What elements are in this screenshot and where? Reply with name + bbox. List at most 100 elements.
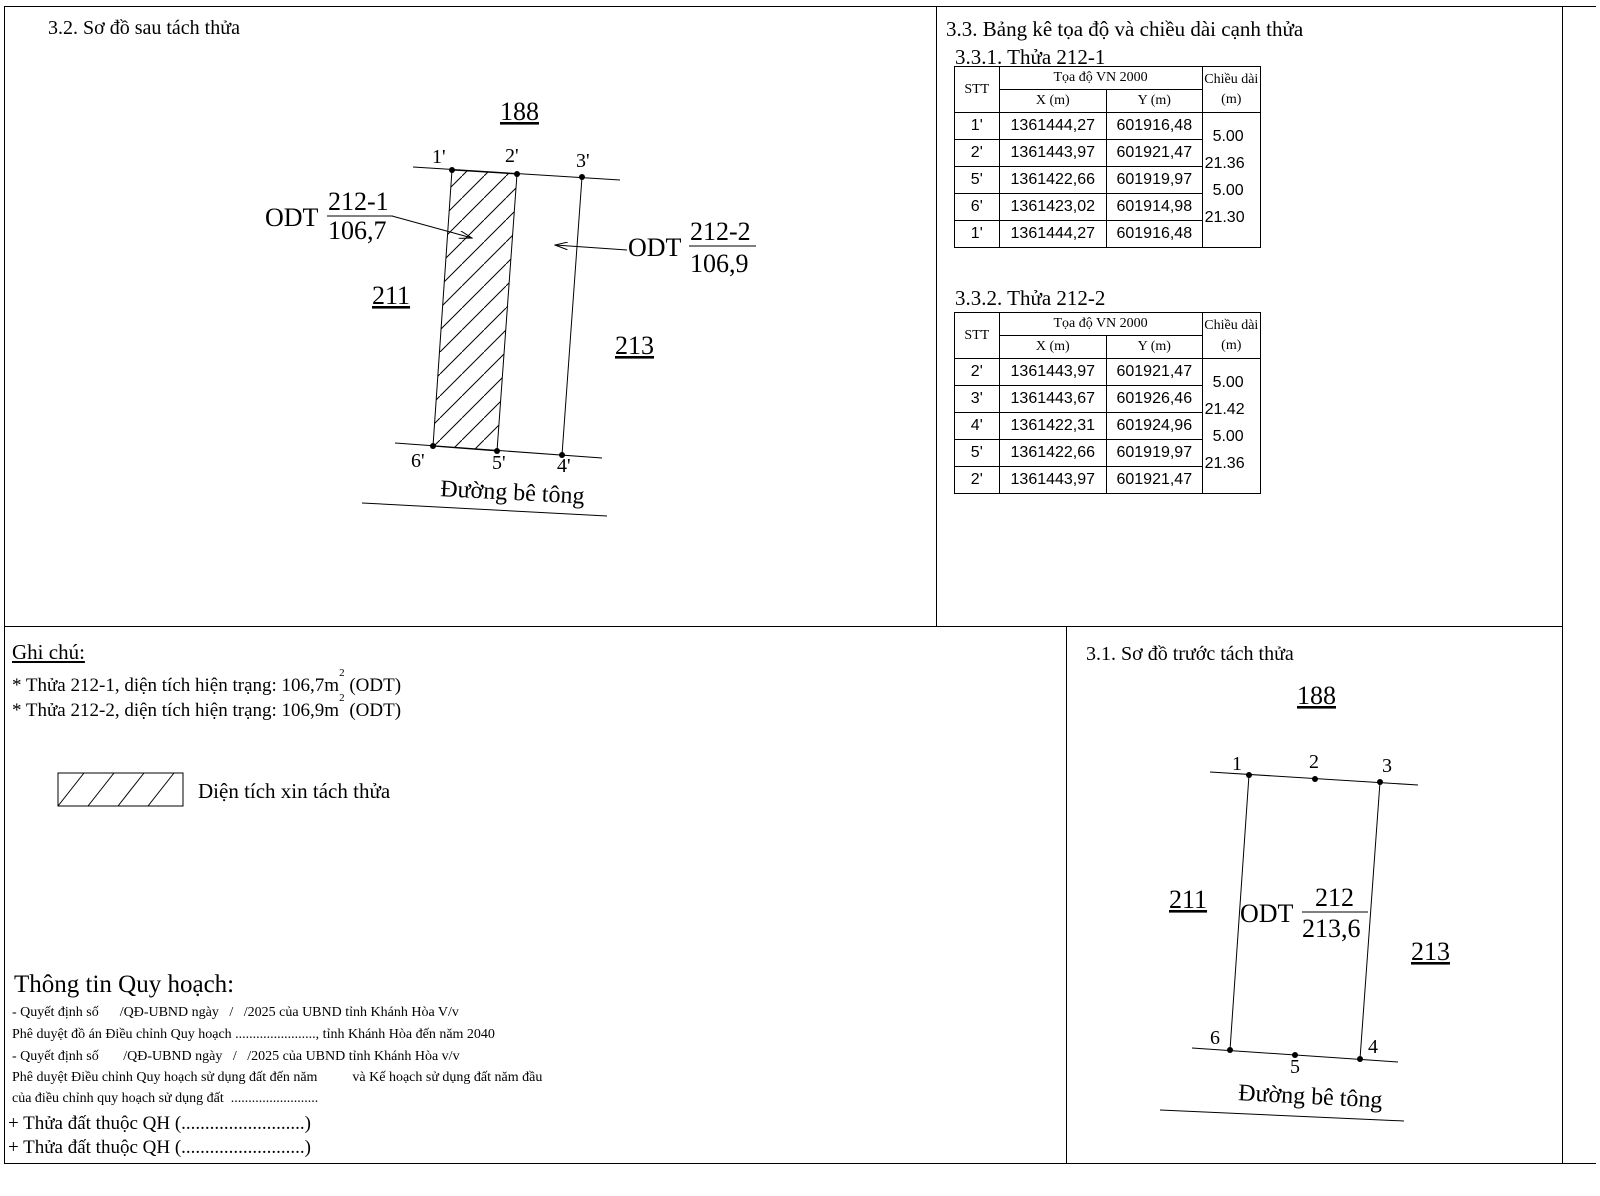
frame-left: [4, 6, 5, 1164]
planning-line: Phê duyệt Điều chỉnh Quy hoạch sử dụng đ…: [12, 1070, 543, 1085]
lengths-cell: 5.00 21.42 5.00 21.36: [1201, 358, 1262, 494]
note-text: (ODT): [344, 675, 402, 696]
cell-y: 601919,97: [1106, 439, 1203, 467]
road-label: Đường bê tông: [1238, 1080, 1384, 1114]
note-text: * Thửa 212-2, diện tích hiện trạng: 106,…: [12, 700, 340, 721]
cell-stt: 6': [954, 193, 1000, 221]
point-label: 3': [576, 150, 590, 172]
parcel1-area: 106,7: [328, 216, 387, 245]
parcel2-leader-arrow: [555, 245, 628, 251]
neighbor-211: 211: [1169, 885, 1207, 914]
notes-title: Ghi chú:: [12, 640, 85, 664]
length-value: 5.00: [1212, 128, 1244, 146]
parcel2-use: ODT: [628, 233, 682, 262]
parcel-use: ODT: [1240, 899, 1294, 928]
cell-x: 1361443,67: [998, 385, 1108, 413]
length-value: 21.30: [1204, 209, 1245, 227]
neighbor-211: 211: [372, 281, 410, 310]
after-split-diagram: 3.2. Sơ đồ sau tách thửa 1' 2' 3' 6' 5' …: [48, 17, 756, 517]
frame-bottom: [4, 1163, 1596, 1164]
table1-title: 3.3.1. Thửa 212-1: [955, 45, 1106, 69]
col-x: X (m): [998, 89, 1108, 113]
cell-y: 601926,46: [1106, 385, 1203, 413]
planning-title: Thông tin Quy hoạch:: [14, 971, 235, 998]
cell-x: 1361444,27: [998, 112, 1108, 140]
length-value: 5.00: [1212, 374, 1244, 392]
point-label: 6': [411, 450, 425, 472]
col-y: Y (m): [1106, 89, 1203, 113]
col-length: Chiều dài (m): [1201, 66, 1262, 113]
after-split-title: 3.2. Sơ đồ sau tách thửa: [48, 17, 240, 39]
neighbor-213: 213: [615, 331, 654, 360]
length-value: 21.36: [1204, 155, 1245, 173]
frame-top: [4, 6, 1596, 7]
cell-y: 601916,48: [1106, 112, 1203, 140]
cell-x: 1361443,97: [998, 466, 1108, 494]
cell-stt: 3': [954, 385, 1000, 413]
note-text: * Thửa 212-1, diện tích hiện trạng: 106,…: [12, 675, 340, 696]
planning-item: + Thửa đất thuộc QH (...................…: [8, 1113, 311, 1134]
col-stt: STT: [954, 312, 1000, 359]
coord-table-212-1: STT Tọa độ VN 2000 Chiều dài (m) X (m) Y…: [954, 66, 1262, 248]
cell-x: 1361422,66: [998, 439, 1108, 467]
superscript: 2: [339, 692, 345, 704]
right-boundary: [561, 176, 583, 456]
point-label: 6: [1210, 1027, 1220, 1049]
col-coord: Tọa độ VN 2000: [998, 312, 1203, 336]
col-coord: Tọa độ VN 2000: [998, 66, 1203, 90]
parcel1-number: 212-1: [328, 187, 389, 216]
legend-label: Diện tích xin tách thửa: [198, 779, 391, 803]
divider-bottom: [1066, 626, 1067, 1164]
cell-x: 1361423,02: [998, 193, 1108, 221]
coord-tables-title: 3.3. Bảng kê tọa độ và chiều dài cạnh th…: [946, 17, 1304, 41]
road-line: [361, 502, 608, 517]
road-label: Đường bê tông: [440, 476, 586, 510]
cell-y: 601919,97: [1106, 166, 1203, 194]
neighbor-188: 188: [500, 97, 539, 126]
cell-y: 601921,47: [1106, 139, 1203, 167]
before-split-title: 3.1. Sơ đồ trước tách thửa: [1086, 643, 1294, 665]
lengths-cell: 5.00 21.36 5.00 21.30: [1201, 112, 1262, 248]
note-line-1: * Thửa 212-1, diện tích hiện trạng: 106,…: [12, 668, 402, 697]
cell-x: 1361422,66: [998, 166, 1108, 194]
length-value: 5.00: [1212, 182, 1244, 200]
frame-right: [1562, 6, 1563, 1164]
point-label: 5: [1290, 1056, 1300, 1078]
point-label: 4': [557, 455, 571, 477]
cell-stt: 5': [954, 166, 1000, 194]
length-value: 21.42: [1204, 401, 1245, 419]
frame-middle: [4, 626, 1563, 627]
point-label: 2': [505, 145, 519, 167]
cell-x: 1361444,27: [998, 220, 1108, 248]
point-label: 5': [492, 452, 506, 474]
point-label: 4: [1368, 1036, 1378, 1058]
road-line: [1159, 1109, 1405, 1122]
cell-stt: 4': [954, 412, 1000, 440]
point-label: 1': [432, 146, 446, 168]
planning-item: + Thửa đất thuộc QH (...................…: [8, 1137, 311, 1158]
cell-y: 601921,47: [1106, 358, 1203, 386]
parcel-212-1-hatched: [432, 169, 518, 452]
cell-y: 601921,47: [1106, 466, 1203, 494]
note-text: (ODT): [344, 700, 402, 721]
parcel2-number: 212-2: [690, 217, 751, 246]
parcel-area: 213,6: [1302, 914, 1361, 943]
length-value: 5.00: [1212, 428, 1244, 446]
cell-stt: 5': [954, 439, 1000, 467]
cell-stt: 2': [954, 358, 1000, 386]
cell-x: 1361443,97: [998, 139, 1108, 167]
point-label: 2: [1309, 751, 1319, 773]
parcel-number: 212: [1315, 883, 1354, 912]
col-stt: STT: [954, 66, 1000, 113]
col-length: Chiều dài (m): [1201, 312, 1262, 359]
length-value: 21.36: [1204, 455, 1245, 473]
cell-y: 601916,48: [1106, 220, 1203, 248]
